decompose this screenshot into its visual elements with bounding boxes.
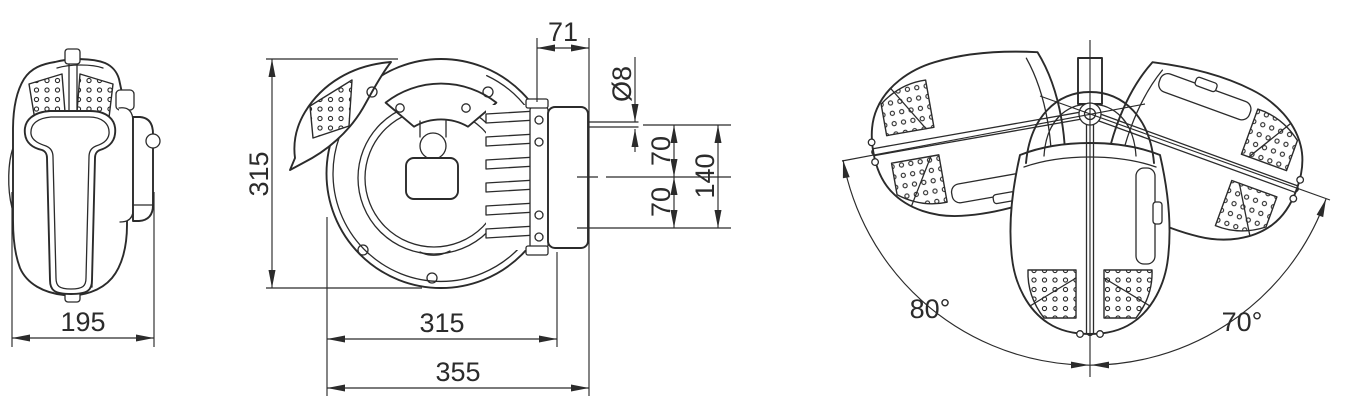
bracket-width-dimension: 71	[536, 17, 590, 396]
bracket-knob	[145, 133, 161, 149]
front-view: 315 71 Ø8 70 70 140	[244, 17, 731, 396]
extension-lines	[11, 192, 155, 347]
bracket-width-label: 71	[548, 17, 578, 47]
extension-lines	[326, 217, 558, 396]
hole-offset-lower-label: 70	[646, 187, 676, 217]
hole-diameter-dimension: Ø8	[607, 57, 639, 152]
overall-width-dimension: 355	[327, 357, 589, 392]
strap-lines	[68, 63, 78, 288]
arc-arrow	[1091, 361, 1109, 369]
mount-hole-lines	[587, 121, 639, 128]
screw-hole	[366, 86, 378, 98]
plate-hole	[395, 103, 405, 113]
flange-hole	[534, 137, 544, 147]
arc-arrow	[1071, 361, 1089, 369]
hole-diameter-label: Ø8	[607, 66, 637, 102]
keyway-slot	[419, 120, 447, 138]
body-width-dimension: 315	[326, 217, 558, 396]
flange-hole	[534, 115, 544, 125]
swivel-angle-dimension: 80° 70°	[841, 40, 1331, 377]
drum-notch	[419, 250, 451, 256]
screw-hole	[357, 244, 369, 256]
hole-span-dimension: 140	[690, 125, 722, 228]
arc-arrow	[842, 160, 850, 179]
hole-span-label: 140	[690, 153, 720, 198]
screw-hole	[426, 272, 438, 284]
side-width-label: 195	[60, 307, 105, 337]
hose-guide-inner	[30, 116, 110, 290]
body-left-bulge	[8, 147, 14, 209]
right-angle-label: 70°	[1222, 307, 1263, 337]
screw-hole	[482, 86, 494, 98]
shaft-pin	[419, 132, 447, 160]
body-top-edge	[56, 64, 104, 69]
extension-lines	[266, 58, 422, 289]
left-angle-label: 80°	[910, 294, 951, 324]
shoulder-tab	[115, 89, 135, 111]
fin-flange	[529, 106, 549, 249]
flange-hole	[534, 232, 544, 242]
bracket-lobe	[118, 107, 134, 223]
hub-square	[405, 157, 459, 200]
front-height-dimension: 315	[244, 58, 422, 289]
front-height-label: 315	[244, 151, 274, 196]
hole-offset-dimension: 70 70	[646, 125, 678, 228]
strap-top-tab	[64, 48, 81, 65]
side-width-dimension: 195	[11, 192, 155, 347]
angle-line-right	[1039, 95, 1331, 201]
body-width-label: 315	[419, 308, 464, 338]
horn-grip-pad	[309, 79, 353, 139]
flange-hole	[534, 210, 544, 220]
angle-line-left	[841, 103, 1146, 162]
angle-arc	[842, 159, 1327, 366]
top-arc-plate	[384, 82, 498, 128]
arc-arrow	[1316, 199, 1326, 218]
bracket-cap-bottom	[525, 245, 549, 256]
side-view: 195	[8, 48, 161, 347]
overall-width-label: 355	[435, 357, 480, 387]
swivel-view: 80° 70°	[841, 32, 1331, 377]
hose-guide-outer	[23, 110, 117, 295]
hole-offset-upper-label: 70	[646, 136, 676, 166]
plate-hole	[461, 103, 471, 113]
hole-extension-lines	[577, 124, 731, 229]
